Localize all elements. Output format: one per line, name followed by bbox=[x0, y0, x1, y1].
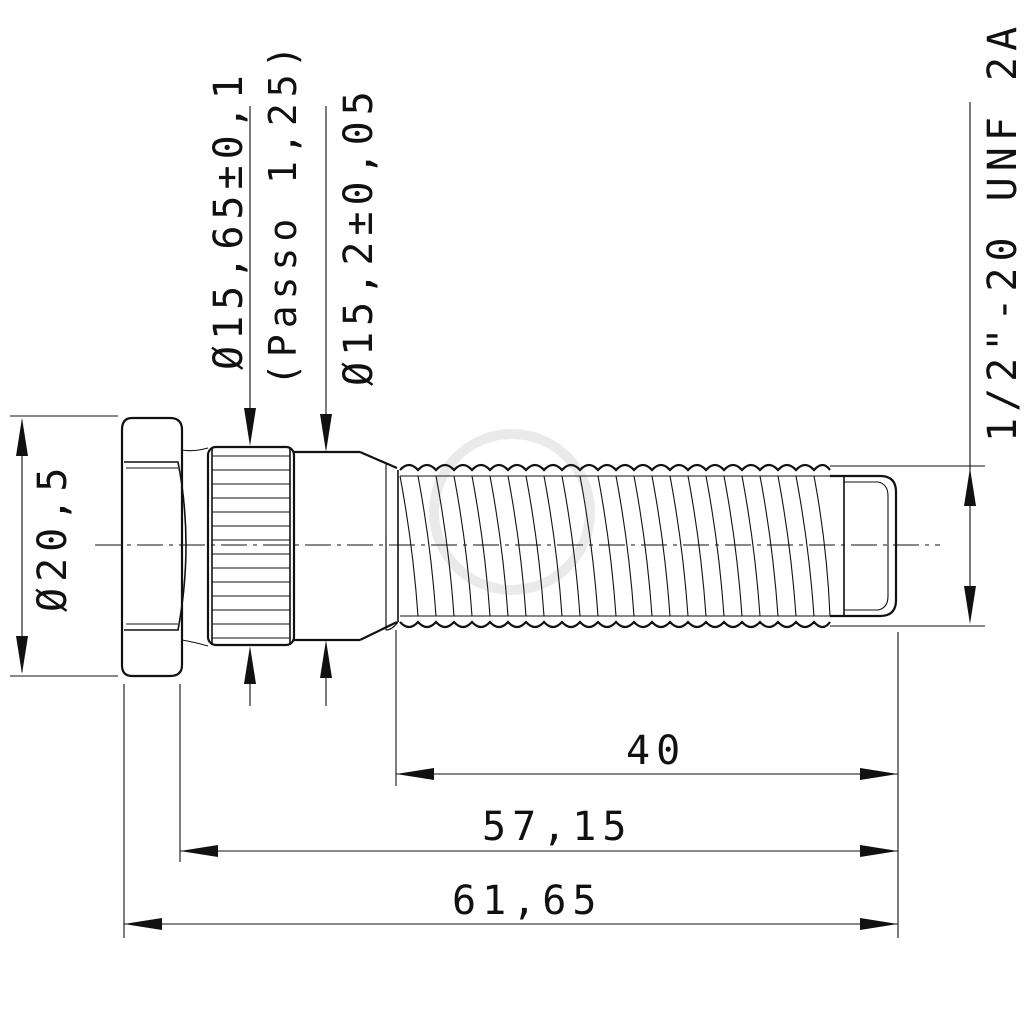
thread-flank bbox=[651, 475, 671, 617]
thread-flank bbox=[615, 475, 635, 617]
thread-top-profile bbox=[399, 463, 831, 472]
threaded-section bbox=[385, 463, 831, 631]
shank bbox=[294, 450, 398, 642]
thread-flank bbox=[561, 475, 581, 617]
thread-flank bbox=[741, 475, 761, 617]
thread-flank bbox=[507, 475, 527, 617]
thread-flank bbox=[453, 475, 473, 617]
thread-flank bbox=[489, 475, 509, 617]
dimension-head-diameter: Ø20,5 bbox=[10, 415, 118, 677]
watermark-logo bbox=[429, 429, 595, 595]
dimension-thread: 1/2"-20 UNF 2A bbox=[830, 21, 1025, 627]
thread-flank bbox=[705, 475, 725, 617]
dimension-total-length: 61,65 bbox=[123, 684, 898, 938]
dimension-shank-diameter: Ø15,2±0,05 bbox=[320, 85, 382, 706]
bolt-head bbox=[120, 416, 209, 678]
thread-flank bbox=[777, 475, 797, 617]
thread-flank bbox=[417, 475, 437, 617]
dimension-thread-length: 40 bbox=[395, 630, 899, 938]
label-total-length: 61,65 bbox=[452, 878, 602, 924]
thread-flank bbox=[543, 475, 563, 617]
thread-flank bbox=[813, 475, 831, 617]
dimension-knurl-diameter: Ø15,65±0,1 (Passo 1,25) bbox=[206, 39, 305, 706]
bolt-tip bbox=[830, 474, 898, 618]
thread-flank bbox=[435, 475, 455, 617]
thread-flank bbox=[669, 475, 689, 617]
thread-flank bbox=[759, 475, 779, 617]
thread-bottom-profile bbox=[399, 620, 831, 629]
dimension-under-head-length: 57,15 bbox=[179, 684, 898, 862]
thread-flank bbox=[795, 475, 815, 617]
thread-flank bbox=[723, 475, 743, 617]
label-thread-length: 40 bbox=[626, 728, 686, 774]
label-under-head-length: 57,15 bbox=[482, 804, 632, 850]
thread-flank bbox=[399, 475, 419, 617]
label-knurl-pitch: (Passo 1,25) bbox=[261, 39, 305, 386]
label-shank-diameter: Ø15,2±0,05 bbox=[336, 85, 382, 386]
label-knurl-diameter: Ø15,65±0,1 bbox=[206, 69, 252, 370]
knurled-section bbox=[206, 445, 296, 647]
thread-flank bbox=[579, 475, 599, 617]
thread-flank bbox=[471, 475, 491, 617]
thread-flank bbox=[525, 475, 545, 617]
thread-flank bbox=[687, 475, 707, 617]
thread-flank bbox=[597, 475, 617, 617]
thread-flank bbox=[633, 475, 653, 617]
label-head-diameter: Ø20,5 bbox=[30, 462, 76, 612]
label-thread-spec: 1/2"-20 UNF 2A bbox=[980, 21, 1025, 442]
